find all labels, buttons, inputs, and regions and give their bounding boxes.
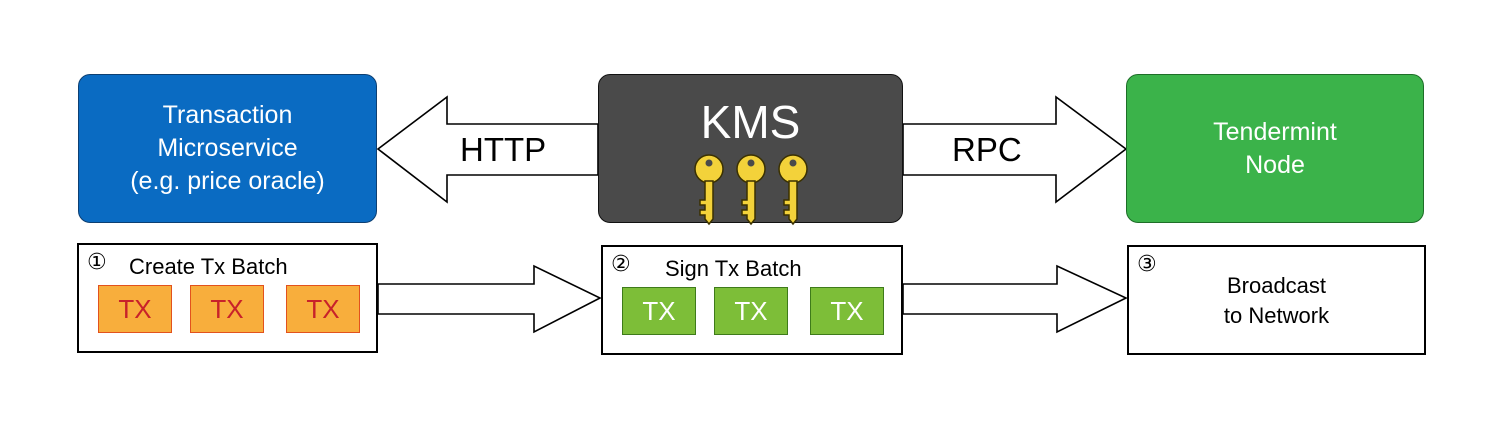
rpc-arrow [902,95,1128,204]
tendermint-node-box: Tendermint Node [1126,74,1424,223]
step-sign-tx-batch: ② Sign Tx Batch TX TX TX [601,245,903,355]
broadcast-line-2: to Network [1223,303,1330,328]
rpc-label: RPC [952,131,1022,168]
tn-line-1: Tendermint [1213,117,1337,146]
step-number: ① [87,250,107,275]
tx-badge: TX [286,285,360,333]
http-label: HTTP [460,131,547,168]
tx-badge: TX [190,285,264,333]
tn-line-2: Node [1245,150,1305,179]
tx-badge: TX [98,285,172,333]
tm-line-3: (e.g. price oracle) [130,167,325,195]
step-arrow-1-to-2 [377,264,602,334]
broadcast-line-1: Broadcast [1226,273,1327,298]
tx-badge: TX [622,287,696,335]
tm-line-1: Transaction [162,101,293,129]
step-number: ② [611,252,631,277]
step-title: Sign Tx Batch [665,256,802,281]
step-arrow-2-to-3 [902,264,1128,334]
key-icon [777,154,808,226]
transaction-microservice-box: Transaction Microservice (e.g. price ora… [78,74,377,223]
kms-title: KMS [700,96,801,148]
tm-line-2: Microservice [157,134,298,162]
step-title: Create Tx Batch [129,254,288,279]
broadcast-text: Broadcast to Network [1129,271,1424,331]
keys-icon [686,153,816,232]
kms-box: KMS [598,74,903,226]
step-create-tx-batch: ① Create Tx Batch TX TX TX [77,243,378,353]
tx-badge: TX [714,287,788,335]
tx-badge: TX [810,287,884,335]
key-icon [735,154,766,226]
key-icon [693,154,724,226]
step-broadcast: ③ Broadcast to Network [1127,245,1426,355]
step-number: ③ [1137,252,1157,277]
